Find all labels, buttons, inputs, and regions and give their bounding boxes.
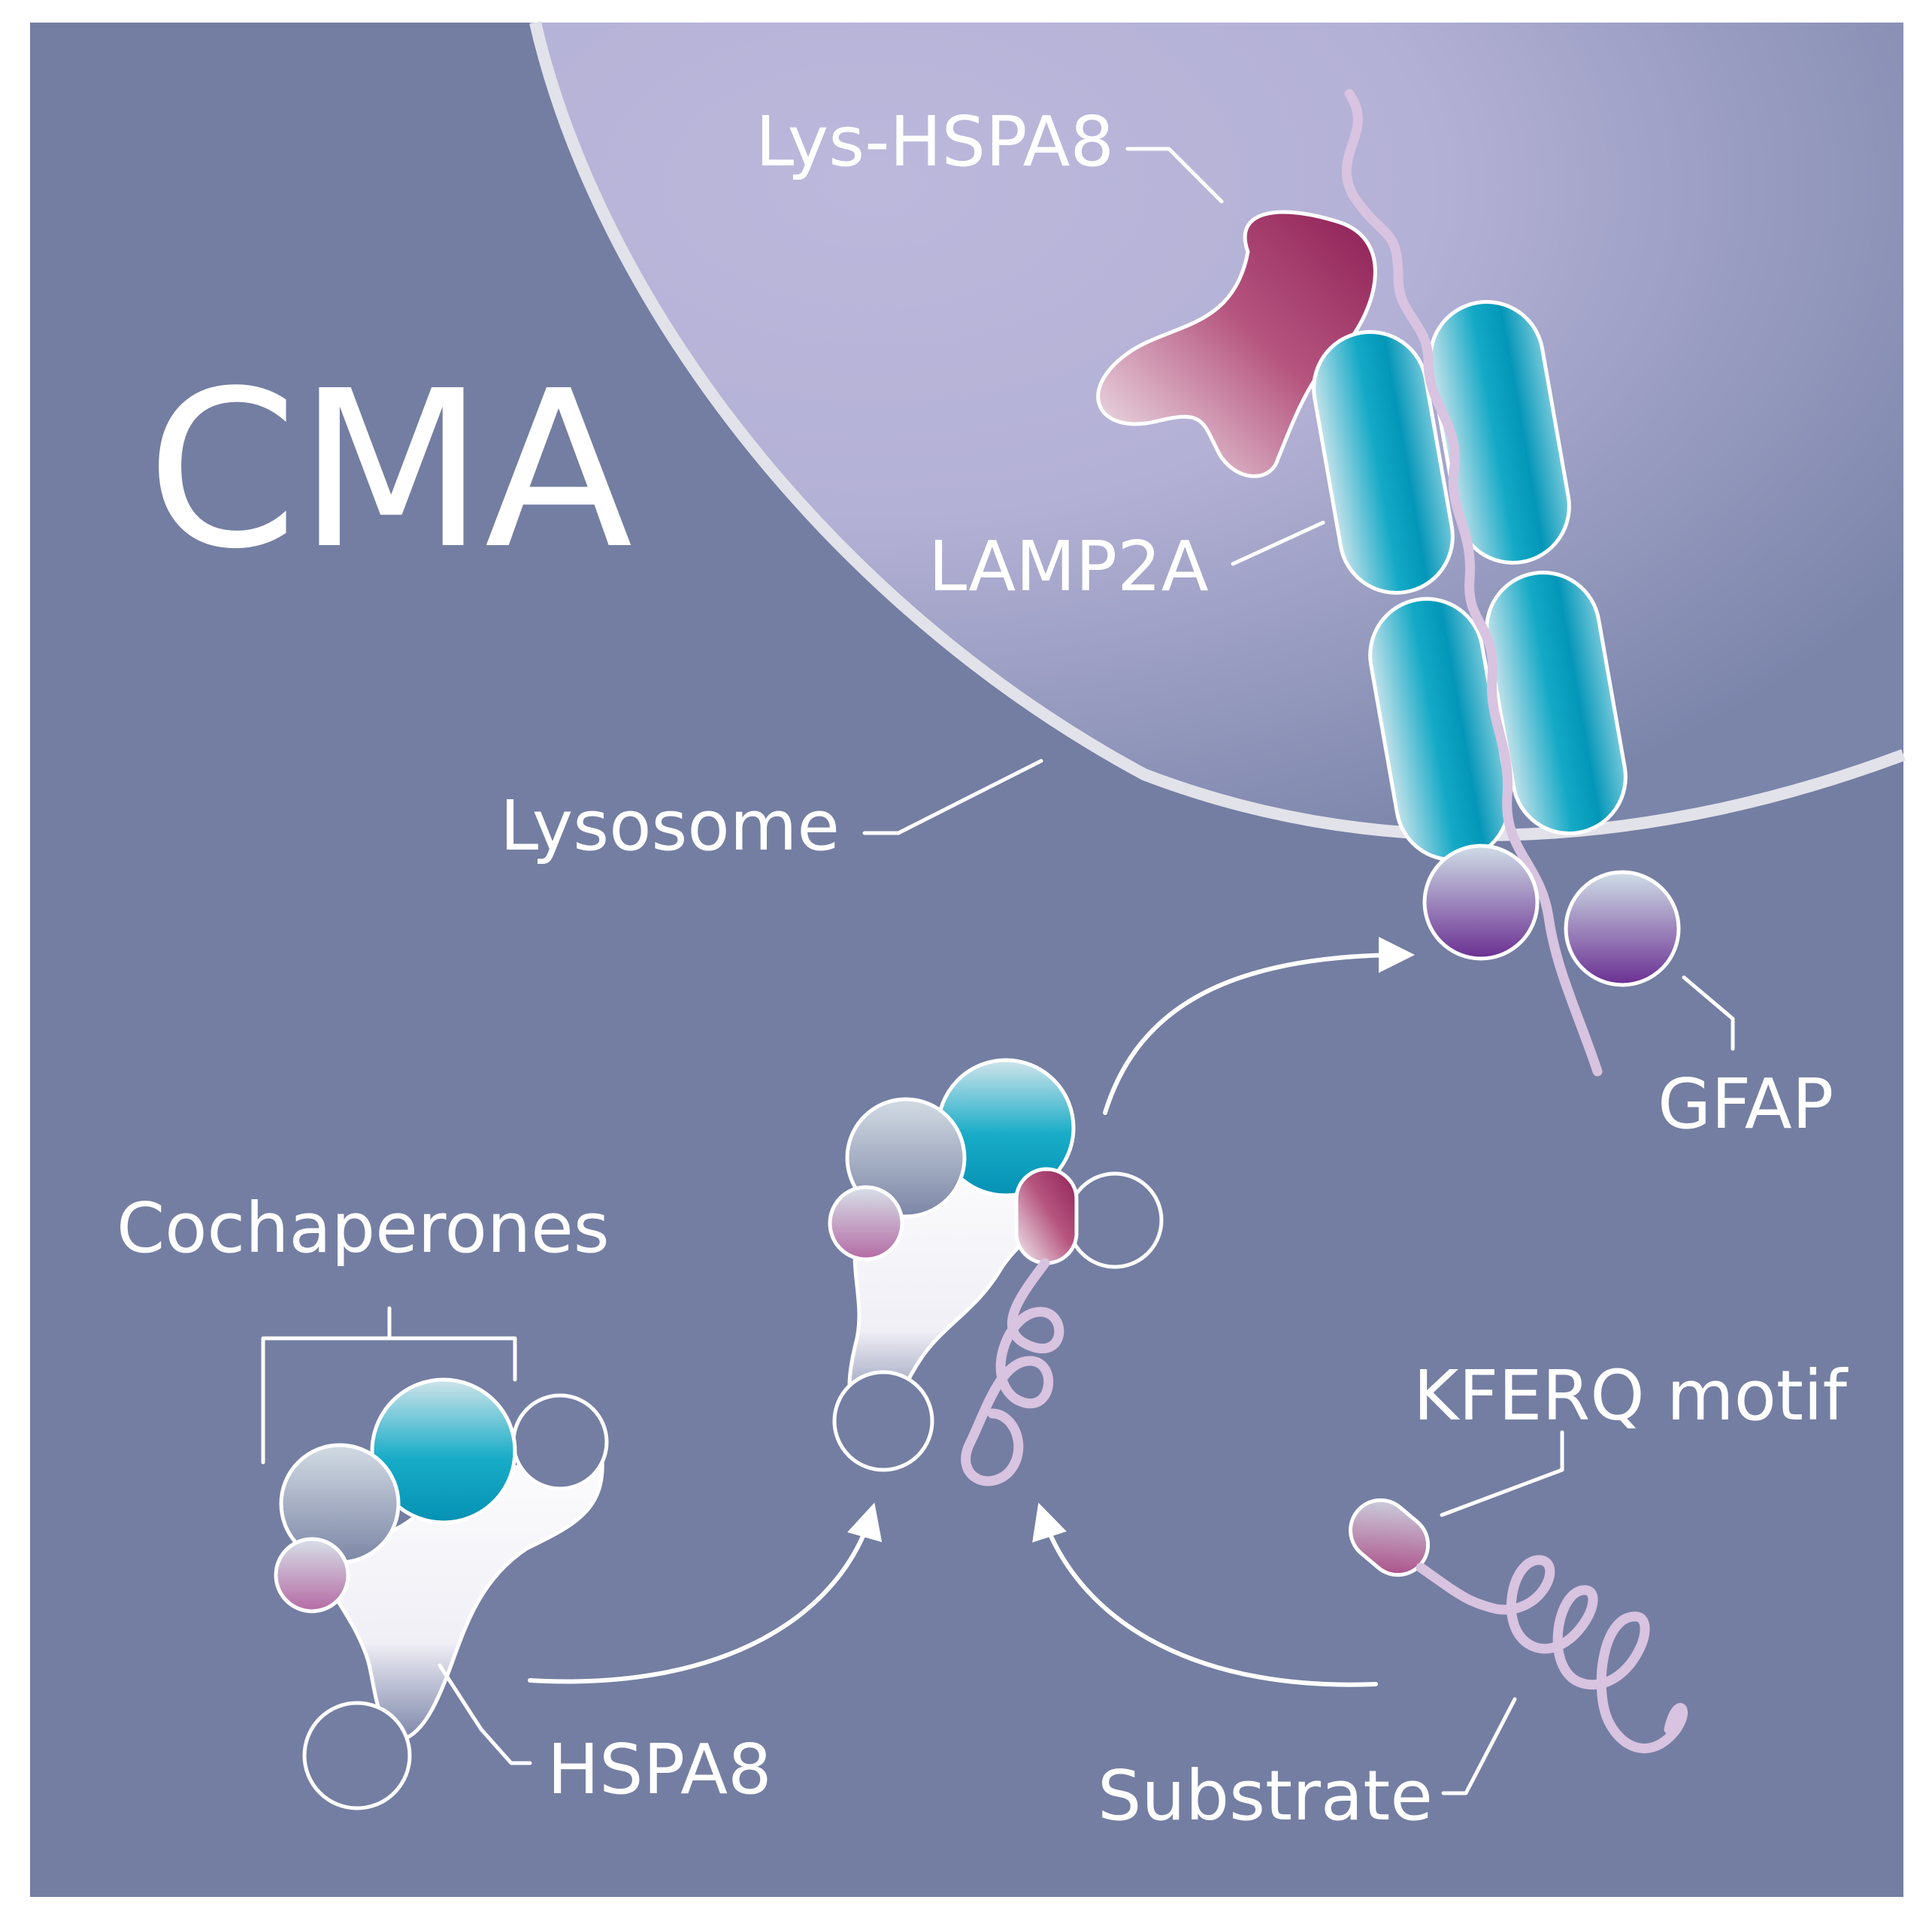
gfap-leader (1682, 975, 1735, 1051)
hspa8-label: HSPA8 (547, 1729, 772, 1810)
diagram-title: CMA (147, 344, 634, 596)
cochaperones-bracket (261, 1306, 517, 1465)
lys-hspa8-leader (1125, 147, 1224, 204)
kferq-motif-label: KFERQ motif (1413, 1356, 1849, 1436)
gfap-spheres (1422, 844, 1681, 987)
lys-hspa8-blob (1096, 210, 1377, 478)
hspa8-substrate-complex (828, 1058, 1164, 1486)
substrate-leader (1441, 1697, 1517, 1795)
hspa8-chaperone-complex (274, 1377, 609, 1810)
translocating-substrate-chain (1341, 89, 1603, 1077)
cochaperones-label: Cochaperones (117, 1188, 610, 1268)
flow-arrow-hspa8-to-complex (528, 1502, 883, 1684)
flow-arrow-substrate-to-complex (1032, 1502, 1378, 1687)
lamp2a-multimer (1312, 300, 1628, 862)
gfap-label: GFAP (1658, 1064, 1834, 1144)
substrate-protein (1349, 1498, 1688, 1753)
lysosome-label: Lysosome (500, 786, 840, 866)
lamp2a-label: LAMP2A (928, 526, 1209, 607)
substrate-label: Substrate (1098, 1756, 1433, 1836)
flow-arrow-complex-to-lysosome (1103, 937, 1415, 1115)
lamp2a-leader (1231, 520, 1325, 566)
lys-hspa8-label: Lys-HSPA8 (756, 102, 1114, 182)
hspa8-leader (438, 1663, 532, 1765)
lysosome-leader (862, 759, 1043, 835)
kferq-leader (1440, 1430, 1564, 1517)
